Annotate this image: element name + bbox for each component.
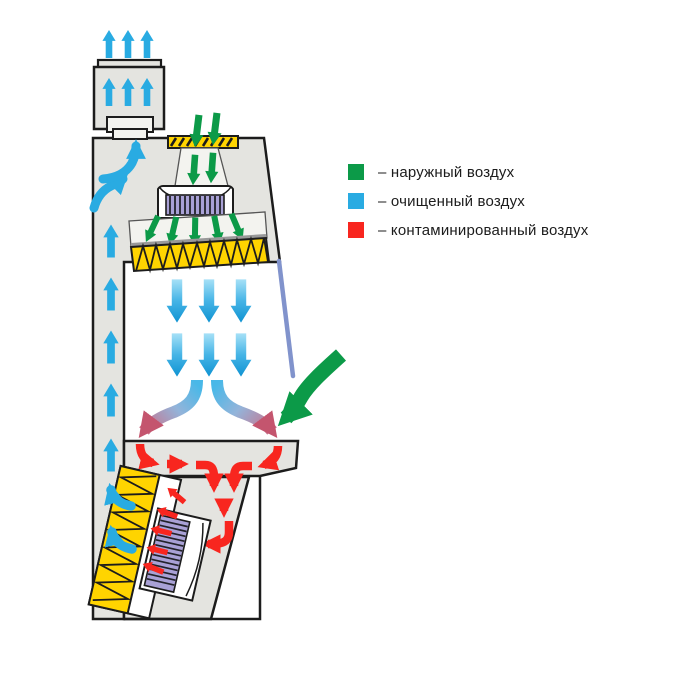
front-opening-inflow-arrow [277,349,347,427]
supply-fan [157,185,234,219]
intake-grille [167,135,239,149]
legend-item-contaminated-air: – контаминированный воздух [348,221,589,239]
rear-plenum-arrows [89,139,146,472]
legend: – наружный воздух – очищенный воздух – к… [348,164,588,251]
legend-label-purified-air: – очищенный воздух [378,192,526,210]
supply-hepa-filter [129,234,271,274]
legend-swatch-green [348,164,364,180]
glass-sash [276,258,296,379]
legend-label-contaminated-air: – контаминированный воздух [378,221,589,239]
contaminated-flow-arrows [135,443,283,554]
cabinet-front-base-outline [124,477,262,621]
exhaust-unit [92,58,166,140]
intake-duct [174,147,229,187]
legend-item-outside-air: – наружный воздух [348,163,588,181]
exhaust-neck-step [112,128,148,140]
legend-swatch-red [348,222,364,238]
legend-swatch-blue [348,193,364,209]
legend-label-outside-air: – наружный воздух [378,163,515,181]
fan-blades [169,196,221,214]
filtered-air-exit-arrows [104,482,137,554]
split-flow-arrows [138,379,278,439]
legend-item-purified-air: – очищенный воздух [348,192,588,210]
